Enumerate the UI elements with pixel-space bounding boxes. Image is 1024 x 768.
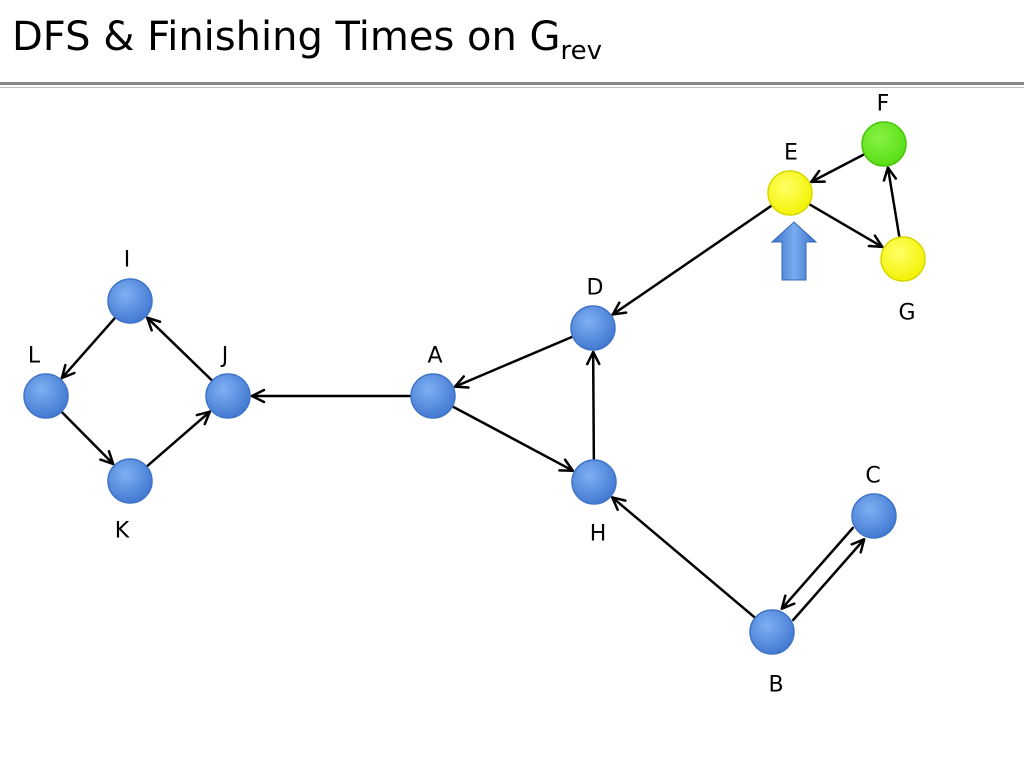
node-H [571, 459, 617, 505]
edge-C-to-B [780, 526, 855, 610]
node-G [880, 236, 926, 282]
title-main: DFS & Finishing Times on G [12, 14, 561, 60]
node-label-J: J [220, 344, 229, 369]
edge-A-to-H [452, 405, 575, 472]
node-E [767, 170, 813, 216]
title-subscript: rev [560, 36, 603, 66]
current-node-pointer-icon [770, 221, 818, 281]
edge-E-to-G [808, 203, 884, 249]
marker-layer [770, 221, 818, 281]
node-J [205, 373, 251, 419]
node-A [410, 373, 456, 419]
labels-layer: I L J K A D H E F G C B [28, 92, 916, 698]
edges-layer [60, 153, 901, 622]
edge-I-to-L [60, 316, 117, 380]
node-D [570, 305, 616, 351]
node-label-H: H [590, 522, 607, 547]
title-divider [0, 82, 1024, 90]
edge-A-to-J [250, 388, 412, 404]
node-label-D: D [587, 276, 604, 301]
node-C [851, 493, 897, 539]
edge-L-to-K [60, 411, 115, 466]
node-I [107, 278, 153, 324]
nodes-layer [23, 121, 926, 655]
node-K [107, 458, 153, 504]
node-label-E: E [784, 141, 798, 166]
node-label-A: A [427, 344, 442, 369]
edge-K-to-J [146, 410, 212, 468]
node-label-I: I [124, 248, 131, 273]
edge-F-to-E [810, 153, 865, 184]
node-F [861, 121, 907, 167]
node-label-B: B [768, 673, 783, 698]
edge-B-to-C [791, 538, 866, 622]
node-label-K: K [115, 519, 130, 544]
edge-B-to-H [611, 496, 756, 619]
edge-E-to-D [611, 204, 773, 316]
node-B [749, 609, 795, 655]
node-label-G: G [898, 301, 915, 326]
edge-G-to-F [882, 166, 901, 238]
node-label-C: C [865, 464, 880, 489]
edge-D-to-A [453, 335, 574, 389]
node-label-F: F [877, 92, 890, 117]
node-L [23, 373, 69, 419]
slide-title: DFS & Finishing Times on Grev [12, 14, 602, 64]
edge-J-to-I [145, 316, 213, 382]
node-label-L: L [28, 344, 41, 369]
edge-H-to-D [585, 350, 601, 461]
